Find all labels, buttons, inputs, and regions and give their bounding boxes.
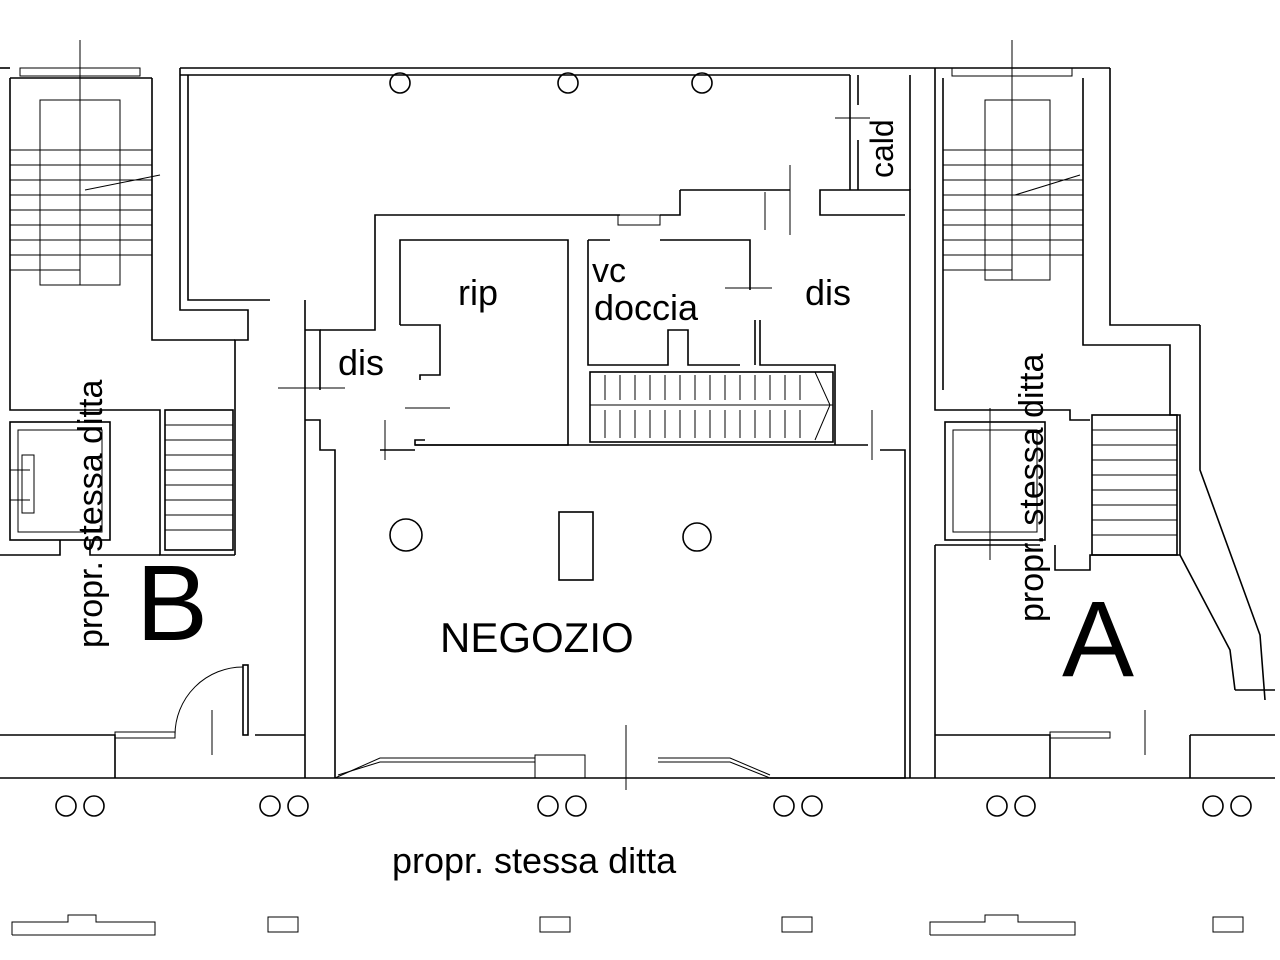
label-dis-right: dis — [805, 272, 851, 313]
street-front — [114, 664, 1146, 790]
label-bottom: propr. stessa ditta — [392, 840, 677, 881]
label-side-left: propr. stessa ditta — [72, 380, 110, 648]
room-labels: cald rip vc doccia dis dis NEGOZIO B A p… — [72, 119, 1134, 881]
shop-staircase — [589, 371, 834, 443]
label-unit-b: B — [136, 542, 208, 663]
sidewalk-elements — [11, 914, 1244, 936]
label-unit-a: A — [1062, 578, 1134, 699]
right-lift — [944, 408, 1046, 560]
left-lift — [9, 421, 111, 541]
right-staircase — [943, 40, 1178, 556]
label-side-right: propr. stessa ditta — [1013, 354, 1051, 622]
portico-columns — [55, 795, 1252, 817]
label-dis-left: dis — [338, 342, 384, 383]
label-negozio: NEGOZIO — [440, 614, 634, 661]
label-doccia: doccia — [594, 287, 699, 328]
label-rip: rip — [458, 272, 498, 313]
label-vc: vc — [592, 252, 626, 290]
main-walls — [0, 67, 1275, 779]
columns — [389, 72, 713, 581]
left-staircase — [10, 40, 234, 551]
label-cald: cald — [864, 119, 900, 178]
